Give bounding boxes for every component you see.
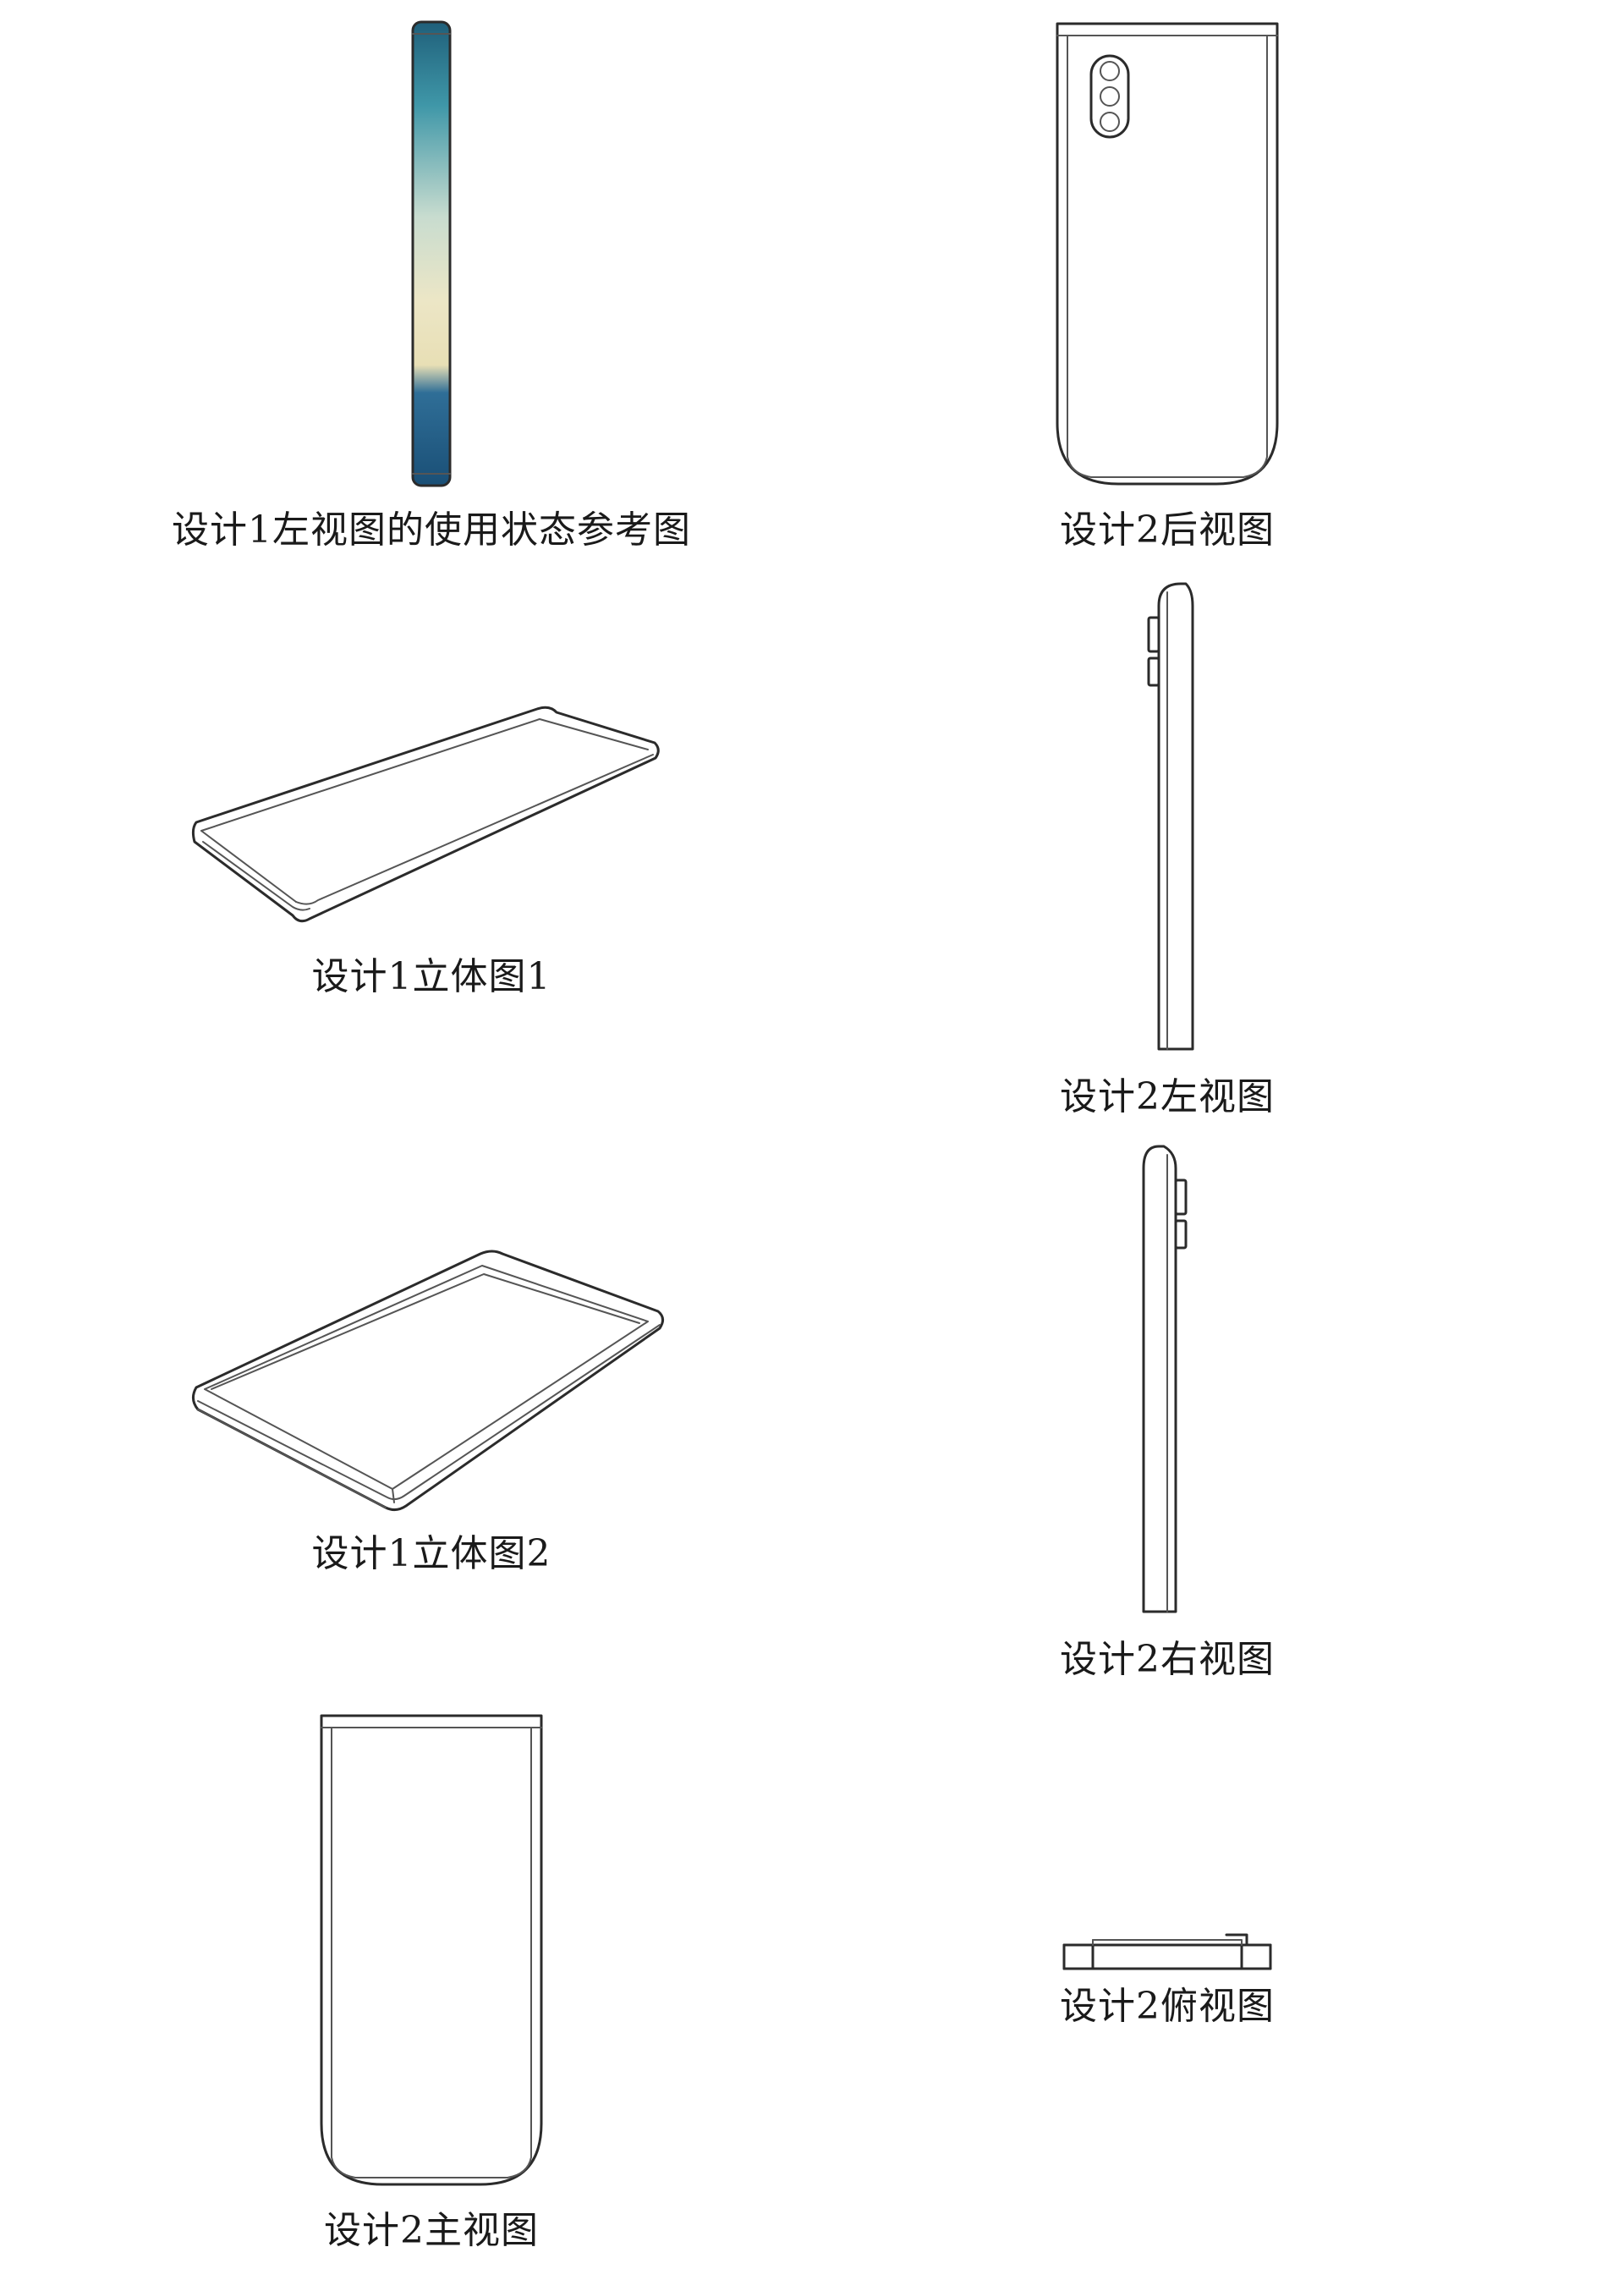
- fig7-front-view-drawing: [320, 1714, 543, 2186]
- fig5-caption: 设计1立体图2: [311, 1532, 551, 1575]
- fig8-caption: 设计2俯视图: [1060, 1985, 1275, 2028]
- fig5-isometric-view-2-drawing: [192, 1250, 664, 1512]
- fig3-caption: 设计1立体图1: [311, 955, 551, 998]
- fig7-caption: 设计2主视图: [324, 2209, 539, 2252]
- fig6-right-view-drawing: [1142, 1145, 1188, 1613]
- fig6-caption: 设计2右视图: [1060, 1638, 1275, 1681]
- fig1-left-view-usage-drawing: [411, 20, 452, 487]
- fig2-caption: 设计2后视图: [1060, 508, 1275, 552]
- fig4-caption: 设计2左视图: [1060, 1075, 1275, 1118]
- fig8-top-view-drawing: [1062, 1933, 1272, 1970]
- fig3-isometric-view-1-drawing: [191, 706, 660, 923]
- fig1-caption: 设计1左视图的使用状态参考图: [172, 508, 691, 552]
- fig4-left-view-drawing: [1147, 582, 1194, 1051]
- fig2-rear-view-drawing: [1056, 22, 1279, 486]
